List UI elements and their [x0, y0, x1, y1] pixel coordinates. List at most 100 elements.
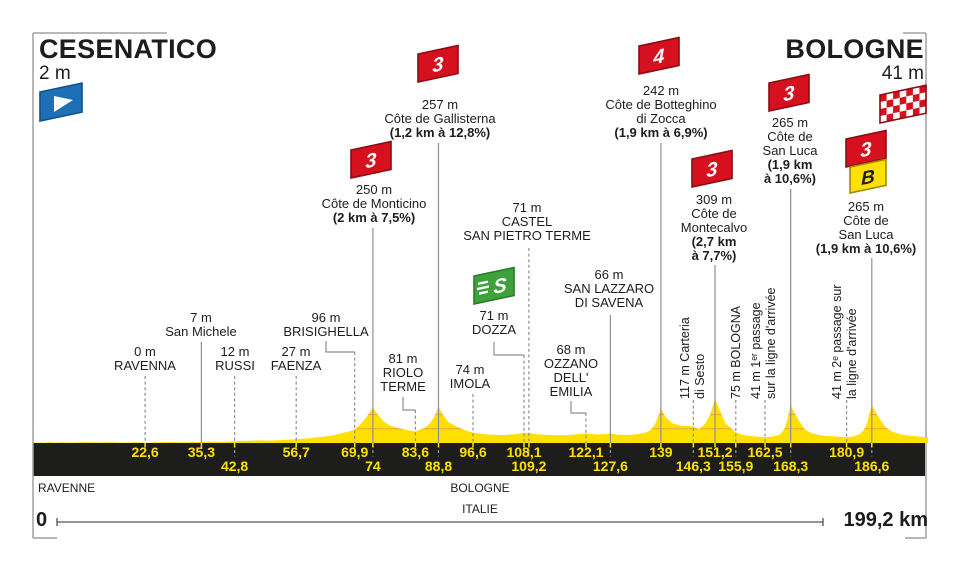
svg-text:3: 3	[706, 158, 718, 182]
region-label-bologne: BOLOGNE	[450, 481, 510, 495]
ruler-start-label: 0	[36, 509, 48, 531]
km-distance-108,1: 108,1	[506, 443, 542, 460]
distance-bar	[33, 443, 925, 476]
svg-text:3: 3	[860, 138, 872, 162]
km-distance-127,6: 127,6	[592, 457, 628, 474]
bar-tick-69,9	[353, 443, 356, 448]
km-distance-109,2: 109,2	[511, 457, 547, 474]
ruler-total-distance: 199,2 km	[843, 509, 928, 531]
bar-tick-22,6	[144, 443, 146, 448]
km-distance-96,6: 96,6	[459, 443, 487, 460]
svg-text:4: 4	[652, 45, 664, 69]
bar-tick-146,3	[692, 443, 695, 448]
km-distance-74: 74	[365, 457, 381, 474]
bar-tick-109,2	[528, 443, 530, 448]
distance-ruler	[56, 518, 824, 526]
bar-tick-151,2	[714, 443, 716, 448]
cat-4-flag-icon: 4	[638, 36, 680, 75]
finish-header: BOLOGNE 41 m	[785, 34, 924, 85]
bar-tick-186,6	[871, 443, 873, 448]
km-distance-151,2: 151,2	[697, 443, 733, 460]
km-distance-180,9: 180,9	[829, 443, 865, 460]
finish-checkered-flag-icon	[879, 84, 927, 124]
start-header: CESENATICO 2 m	[39, 34, 218, 85]
bar-tick-108,1	[523, 443, 525, 448]
marker-elbow-108,1	[493, 342, 524, 356]
bar-tick-56,7	[295, 443, 297, 448]
km-distance-42,8: 42,8	[220, 457, 249, 474]
km-distance-22,6: 22,6	[131, 443, 159, 460]
bonus-flag-icon: B	[849, 158, 887, 194]
svg-text:3: 3	[365, 149, 377, 173]
cat-3-flag-icon: 3	[768, 73, 810, 112]
km-distance-146,3: 146,3	[675, 457, 711, 474]
km-distance-56,7: 56,7	[282, 443, 310, 460]
finish-city-name: BOLOGNE	[785, 34, 924, 64]
start-city-name: CESENATICO	[39, 34, 218, 64]
marker-elbow-69,9	[325, 341, 355, 353]
km-distance-122,1: 122,1	[568, 443, 604, 460]
finish-city-elevation: 41 m	[881, 63, 924, 84]
bar-tick-168,3	[789, 443, 792, 448]
km-distance-162,5: 162,5	[747, 443, 783, 460]
km-distance-35,3: 35,3	[187, 443, 216, 460]
bar-tick-162,5	[764, 443, 766, 448]
bar-tick-139	[660, 443, 662, 448]
svg-text:S: S	[493, 274, 507, 299]
rotated-label-155,9: 75 m BOLOGNA	[728, 305, 743, 399]
bar-tick-155,9	[735, 443, 737, 448]
km-distance-139: 139	[649, 443, 673, 460]
svg-text:B: B	[861, 166, 875, 190]
km-distance-88,8: 88,8	[424, 457, 453, 474]
km-distance-83,6: 83,6	[401, 443, 430, 460]
start-city-elevation: 2 m	[39, 63, 71, 84]
bar-tick-42,8	[233, 443, 236, 448]
bar-tick-127,6	[609, 443, 612, 448]
bar-tick-83,6	[414, 443, 417, 448]
bar-tick-122,1	[585, 443, 587, 448]
start-flag-icon	[39, 82, 83, 122]
cat-3-flag-icon: 3	[845, 129, 887, 168]
bar-tick-35,3	[200, 443, 203, 448]
bar-tick-180,9	[845, 443, 848, 448]
region-label-ravenne: RAVENNE	[38, 481, 96, 495]
km-distance-186,6: 186,6	[854, 457, 890, 474]
km-distance-69,9: 69,9	[341, 443, 369, 460]
km-distance-168,3: 168,3	[773, 457, 809, 474]
frame-corner-lines	[32, 32, 927, 539]
country-label-italie: ITALIE	[462, 502, 498, 516]
marker-elbow-122,1	[570, 401, 586, 414]
marker-elbow-83,6	[402, 397, 416, 411]
sprint-flag-icon: S	[473, 266, 515, 305]
bar-tick-88,8	[437, 443, 440, 448]
bar-tick-74	[372, 443, 374, 448]
svg-text:3: 3	[783, 82, 795, 106]
bar-tick-96,6	[472, 443, 474, 448]
cat-3-flag-icon: 3	[691, 149, 733, 188]
km-distance-155,9: 155,9	[718, 457, 754, 474]
cat-3-flag-icon: 3	[417, 44, 459, 83]
elevation-profile-area	[33, 399, 928, 443]
